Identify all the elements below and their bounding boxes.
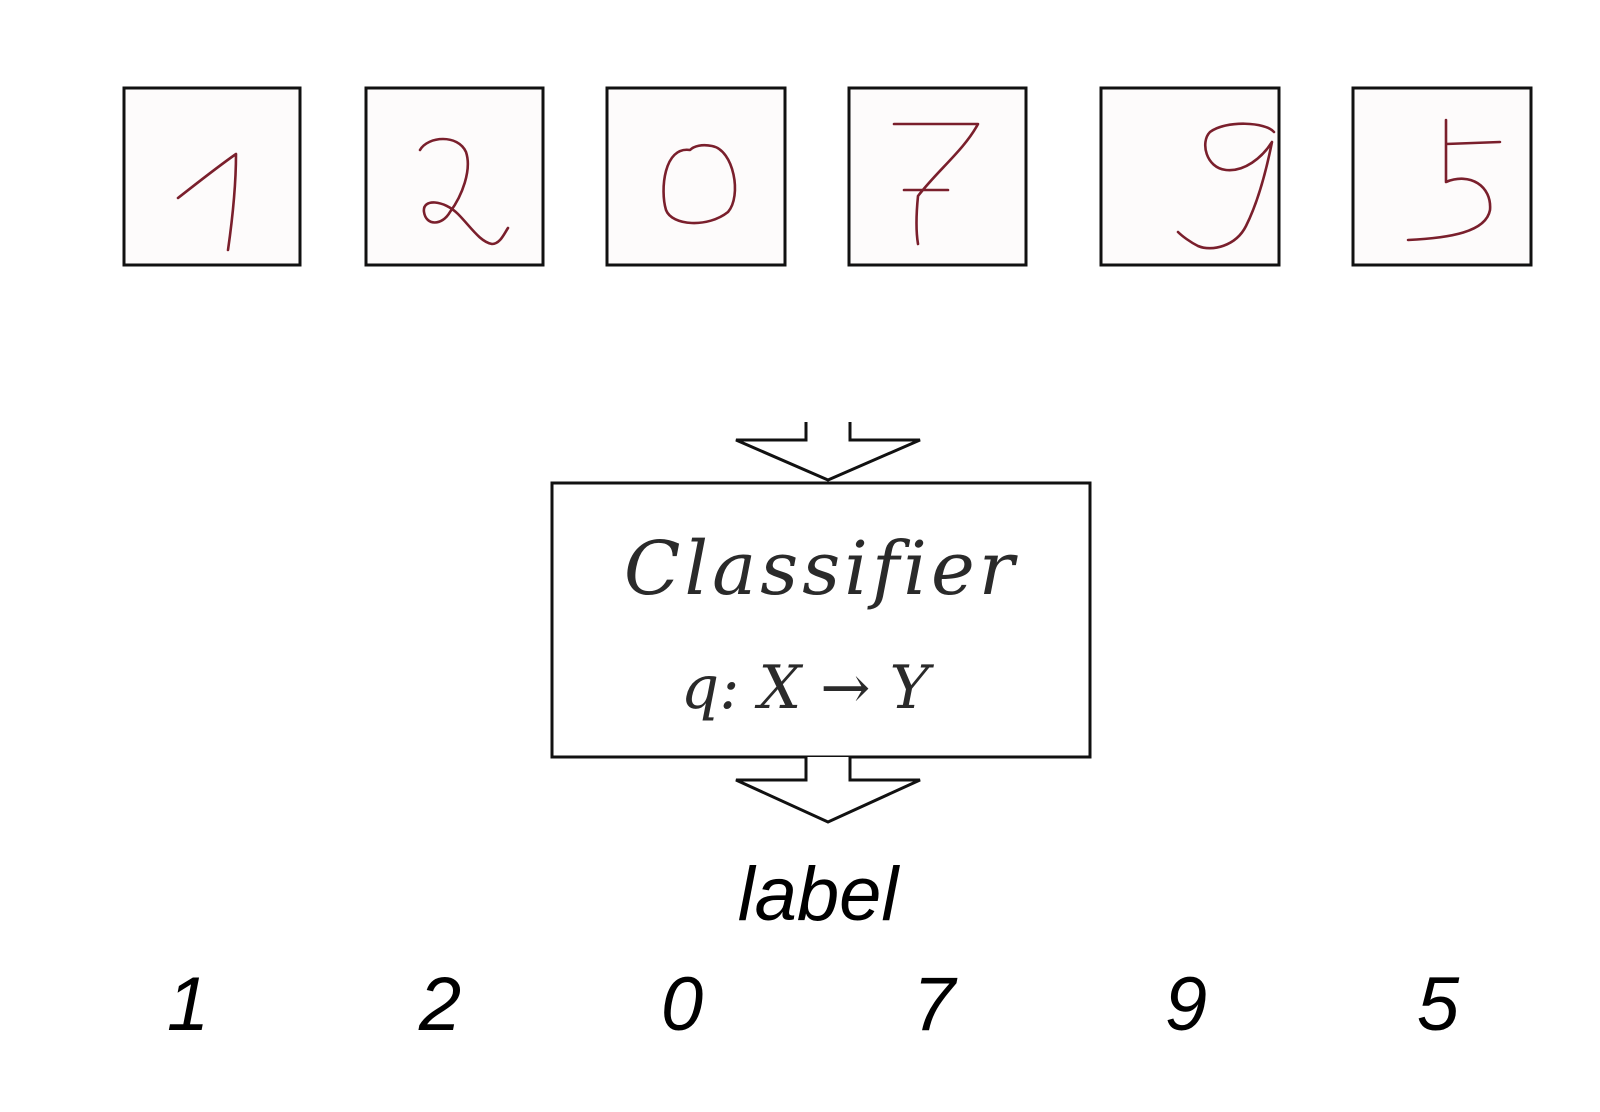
predicted-label-7: 7 [913, 962, 958, 1047]
predicted-label-5: 5 [1417, 962, 1460, 1047]
digit-image-9 [1099, 86, 1281, 267]
digit-image-1 [122, 86, 302, 267]
input-images-row [122, 86, 1533, 267]
digit-image-7 [847, 86, 1028, 267]
predicted-label-1: 1 [167, 962, 209, 1047]
predicted-labels-row: 1 2 0 7 9 5 [167, 962, 1460, 1047]
down-block-arrow-icon [735, 422, 921, 482]
classifier-mapping: q: X → Y [681, 653, 935, 723]
digit-image-5 [1351, 86, 1533, 267]
digit-image-0 [605, 86, 787, 267]
classifier-title: Classifier [624, 526, 1019, 612]
digit-image-2 [364, 86, 545, 267]
classifier-box: Classifier q: X → Y [550, 481, 1092, 759]
predicted-label-0: 0 [661, 962, 703, 1047]
output-label-caption: label [738, 852, 901, 937]
predicted-label-9: 9 [1165, 962, 1207, 1047]
down-block-arrow-icon [735, 757, 921, 824]
predicted-label-2: 2 [418, 962, 461, 1047]
